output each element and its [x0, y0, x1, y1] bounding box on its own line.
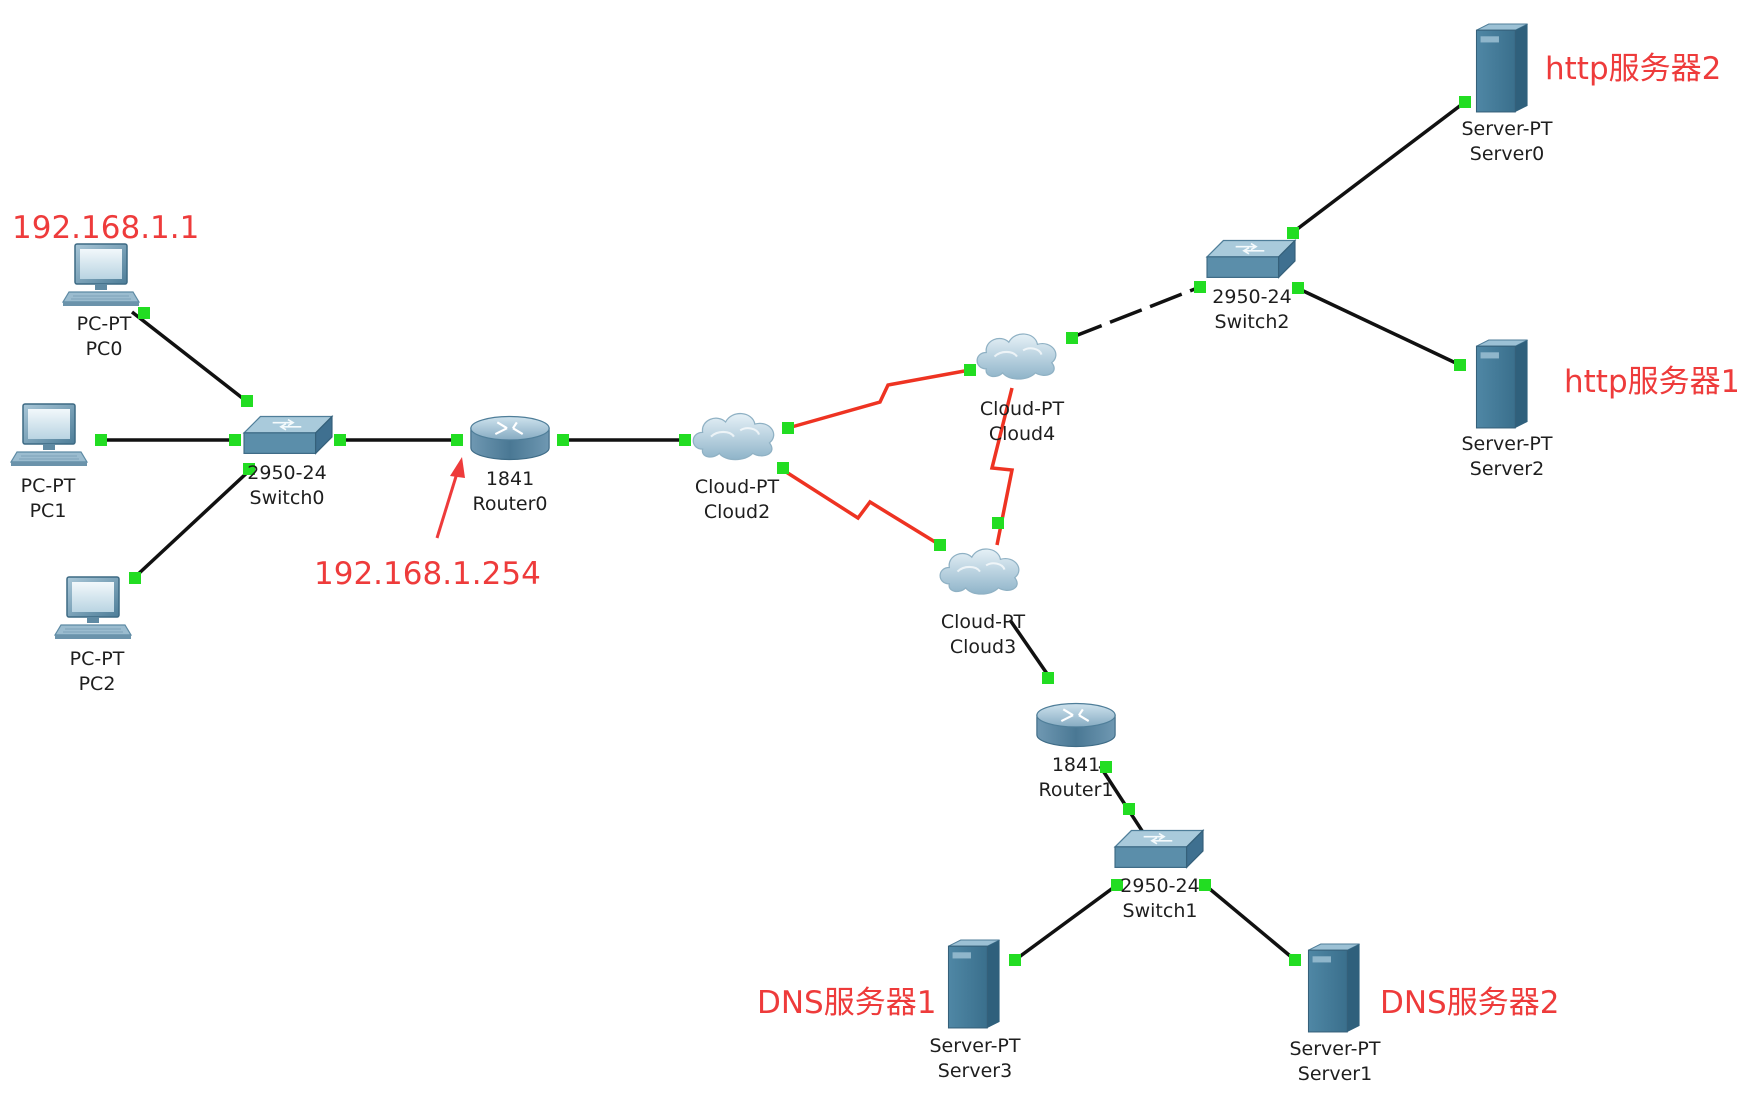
cloud2-model: Cloud-PT: [695, 476, 780, 498]
http-server1-annotation: http服务器1: [1564, 364, 1737, 400]
annotations: 192.168.1.1 192.168.1.254 http服务器2 http服…: [12, 51, 1737, 1021]
router1-name: Router1: [1038, 779, 1113, 801]
switch0-name: Switch0: [250, 487, 325, 509]
pc0-name: PC0: [86, 338, 123, 360]
link-cloud4-cloud3: [989, 387, 1015, 546]
switch0-icon[interactable]: [243, 415, 333, 455]
pc2-icon[interactable]: [54, 576, 132, 640]
pc1-model: PC-PT: [21, 475, 76, 497]
server2-name: Server2: [1470, 458, 1544, 480]
server0-name: Server0: [1470, 143, 1544, 165]
link-pc2-switch0: [133, 468, 252, 579]
router1-model: 1841: [1052, 754, 1100, 776]
server2-model: Server-PT: [1461, 433, 1552, 455]
pc0-ip-annotation: 192.168.1.1: [12, 210, 199, 246]
switch1-model: 2950-24: [1120, 875, 1199, 897]
link-switch2-server0: [1290, 100, 1467, 235]
pc0-model: PC-PT: [77, 313, 132, 335]
switch1-icon[interactable]: [1114, 829, 1204, 869]
link-pc0-switch0: [130, 310, 252, 406]
router0-ip-annotation: 192.168.1.254: [314, 556, 541, 592]
switch2-model: 2950-24: [1212, 286, 1291, 308]
serial-links: [782, 368, 1015, 547]
switch0-model: 2950-24: [247, 462, 326, 484]
cloud2-icon[interactable]: [692, 412, 775, 461]
server3-icon[interactable]: [947, 939, 1001, 1029]
link-switch1-server1: [1203, 883, 1297, 962]
router1-icon[interactable]: [1035, 702, 1117, 748]
pc0-icon[interactable]: [62, 243, 140, 307]
router0-name: Router0: [472, 493, 547, 515]
router0-ip-arrow: [435, 457, 465, 539]
link-switch2-server2: [1296, 286, 1461, 367]
cloud4-icon[interactable]: [976, 332, 1057, 381]
cloud4-name: Cloud4: [989, 423, 1055, 445]
link-cloud4-switch2: [1069, 285, 1201, 340]
cloud3-icon[interactable]: [939, 547, 1020, 596]
switch2-icon[interactable]: [1206, 239, 1296, 279]
router0-icon[interactable]: [469, 415, 551, 461]
router0-model: 1841: [486, 468, 534, 490]
link-cloud3-router1: [1008, 619, 1052, 679]
server1-icon[interactable]: [1307, 943, 1361, 1033]
link-cloud2-cloud4: [787, 368, 971, 430]
device-labels: PC-PT PC0 PC-PT PC1 PC-PT PC2 2950-24 Sw…: [21, 118, 1553, 1085]
server3-name: Server3: [938, 1060, 1012, 1082]
http-server2-annotation: http服务器2: [1545, 51, 1721, 87]
server0-icon[interactable]: [1475, 23, 1529, 113]
dns-server1-annotation: DNS服务器1: [757, 985, 936, 1021]
pc1-icon[interactable]: [10, 403, 88, 467]
link-switch1-server3: [1013, 883, 1119, 962]
switch2-name: Switch2: [1215, 311, 1290, 333]
cloud4-model: Cloud-PT: [980, 398, 1065, 420]
dns-server2-annotation: DNS服务器2: [1380, 985, 1559, 1021]
port-lights: [95, 96, 1471, 966]
cloud2-name: Cloud2: [704, 501, 770, 523]
server1-name: Server1: [1298, 1063, 1372, 1085]
pc2-model: PC-PT: [70, 648, 125, 670]
pc2-name: PC2: [79, 673, 116, 695]
server1-model: Server-PT: [1289, 1038, 1380, 1060]
link-cloud2-cloud3: [782, 468, 941, 547]
server2-icon[interactable]: [1475, 339, 1529, 429]
cloud3-name: Cloud3: [950, 636, 1016, 658]
ethernet-links: [100, 100, 1467, 962]
server0-model: Server-PT: [1461, 118, 1552, 140]
cloud3-model: Cloud-PT: [941, 611, 1026, 633]
server3-model: Server-PT: [929, 1035, 1020, 1057]
pc1-name: PC1: [30, 500, 67, 522]
switch1-name: Switch1: [1123, 900, 1198, 922]
